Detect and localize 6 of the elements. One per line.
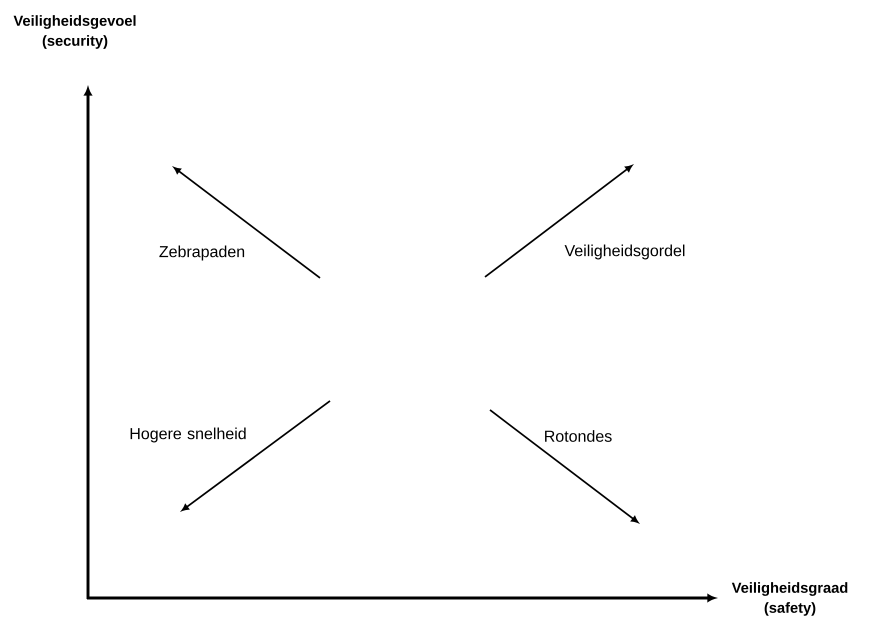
arrow-label: Rotondes	[545, 430, 612, 442]
axis-label: Veiligheidsgevoel (security)	[14, 15, 136, 49]
arrow-label: Veiligheidsgordel	[564, 244, 684, 260]
arrow-label: Hogere snelheid	[130, 428, 246, 442]
arrow-label: Zebrapaden	[159, 246, 244, 260]
axis-label: Veiligheidsgraad (safety)	[732, 582, 848, 616]
